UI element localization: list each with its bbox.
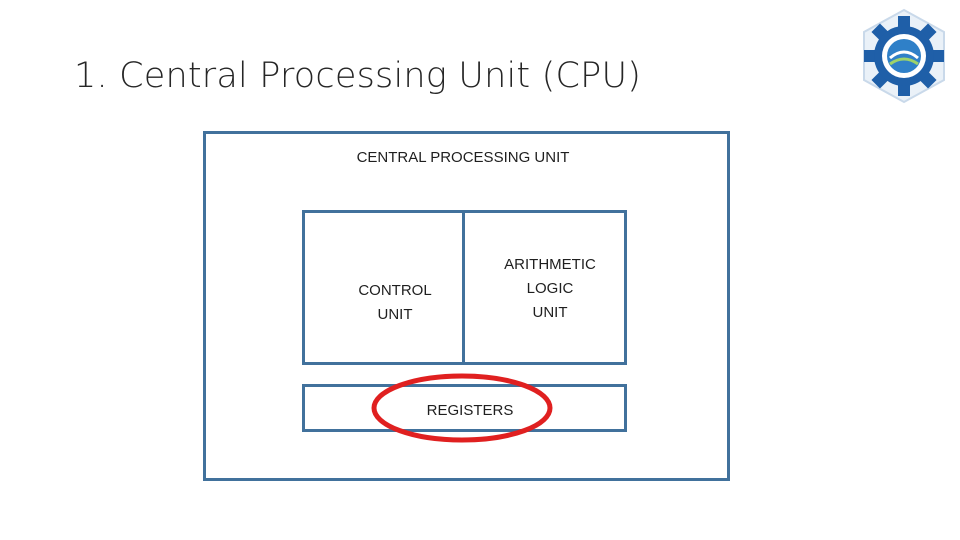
control-unit-box [302, 210, 467, 365]
cpu-label: CENTRAL PROCESSING UNIT [356, 149, 570, 166]
registers-highlight-ellipse [371, 373, 553, 443]
registers-label: REGISTERS [426, 402, 514, 419]
alu-box [462, 210, 627, 365]
alu-label: ARITHMETIC LOGIC UNIT [465, 253, 635, 325]
slide-title: 1. Central Processing Unit (CPU) [74, 56, 642, 96]
control-unit-line-1: CONTROL [358, 282, 432, 299]
alu-line-2: LOGIC [526, 280, 574, 297]
registers-box [302, 384, 627, 432]
alu-line-1: ARITHMETIC [504, 256, 596, 273]
control-unit-line-2: UNIT [377, 306, 413, 323]
alu-line-3: UNIT [532, 304, 568, 321]
gear-emblem-logo-icon [848, 4, 960, 108]
control-unit-label: CONTROL UNIT [305, 279, 485, 327]
